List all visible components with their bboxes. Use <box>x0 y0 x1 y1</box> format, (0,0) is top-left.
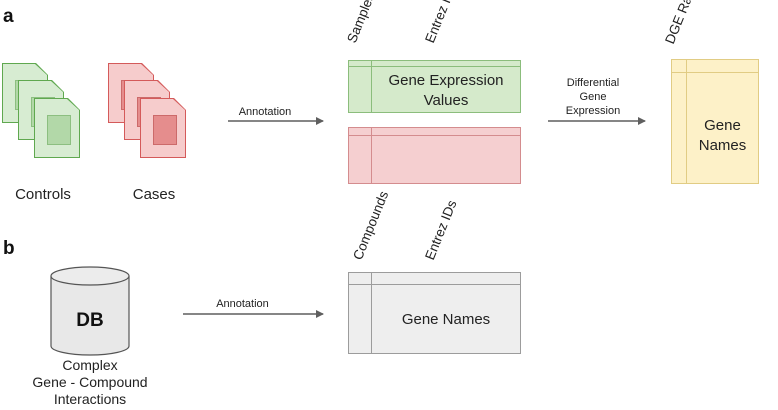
controls-label: Controls <box>15 186 71 203</box>
dge-label-line: Differential <box>566 77 620 89</box>
annotation-label-b: Annotation <box>216 298 269 310</box>
table-text-line: Gene <box>704 117 741 134</box>
annotation-label-a: Annotation <box>238 106 292 118</box>
dge-label: Differential Gene Expression <box>548 76 638 118</box>
gene-names-table: Gene Names <box>348 272 521 354</box>
db-label: DB <box>76 310 104 331</box>
case-expression-table <box>348 127 521 184</box>
db-caption-line: Gene - Compound <box>32 374 148 390</box>
cases-label: Cases <box>132 186 176 203</box>
dge-label-line: Gene <box>579 91 607 103</box>
database-icon <box>50 266 130 356</box>
gene-expression-table-text: Gene Expression Values <box>372 71 520 111</box>
panel-b-letter: b <box>3 238 15 259</box>
db-caption: Complex Gene - Compound Interactions <box>20 357 160 408</box>
controls-document <box>34 98 80 158</box>
table-text-line: Values <box>423 92 469 109</box>
dge-rank-table-text: Gene Names <box>687 116 758 156</box>
table-text-line: Gene Expression <box>388 72 504 89</box>
dge-label-line: Expression <box>565 105 621 117</box>
panel-a-letter: a <box>3 6 14 27</box>
db-caption-line: Complex <box>62 357 118 373</box>
gene-names-table-text: Gene Names <box>401 311 491 328</box>
cases-document <box>140 98 186 158</box>
gene-expression-table: Gene Expression Values <box>348 60 521 113</box>
db-caption-line: Interactions <box>53 391 127 407</box>
dge-rank-table: Gene Names <box>671 59 759 184</box>
table-text-line: Names <box>698 137 747 154</box>
